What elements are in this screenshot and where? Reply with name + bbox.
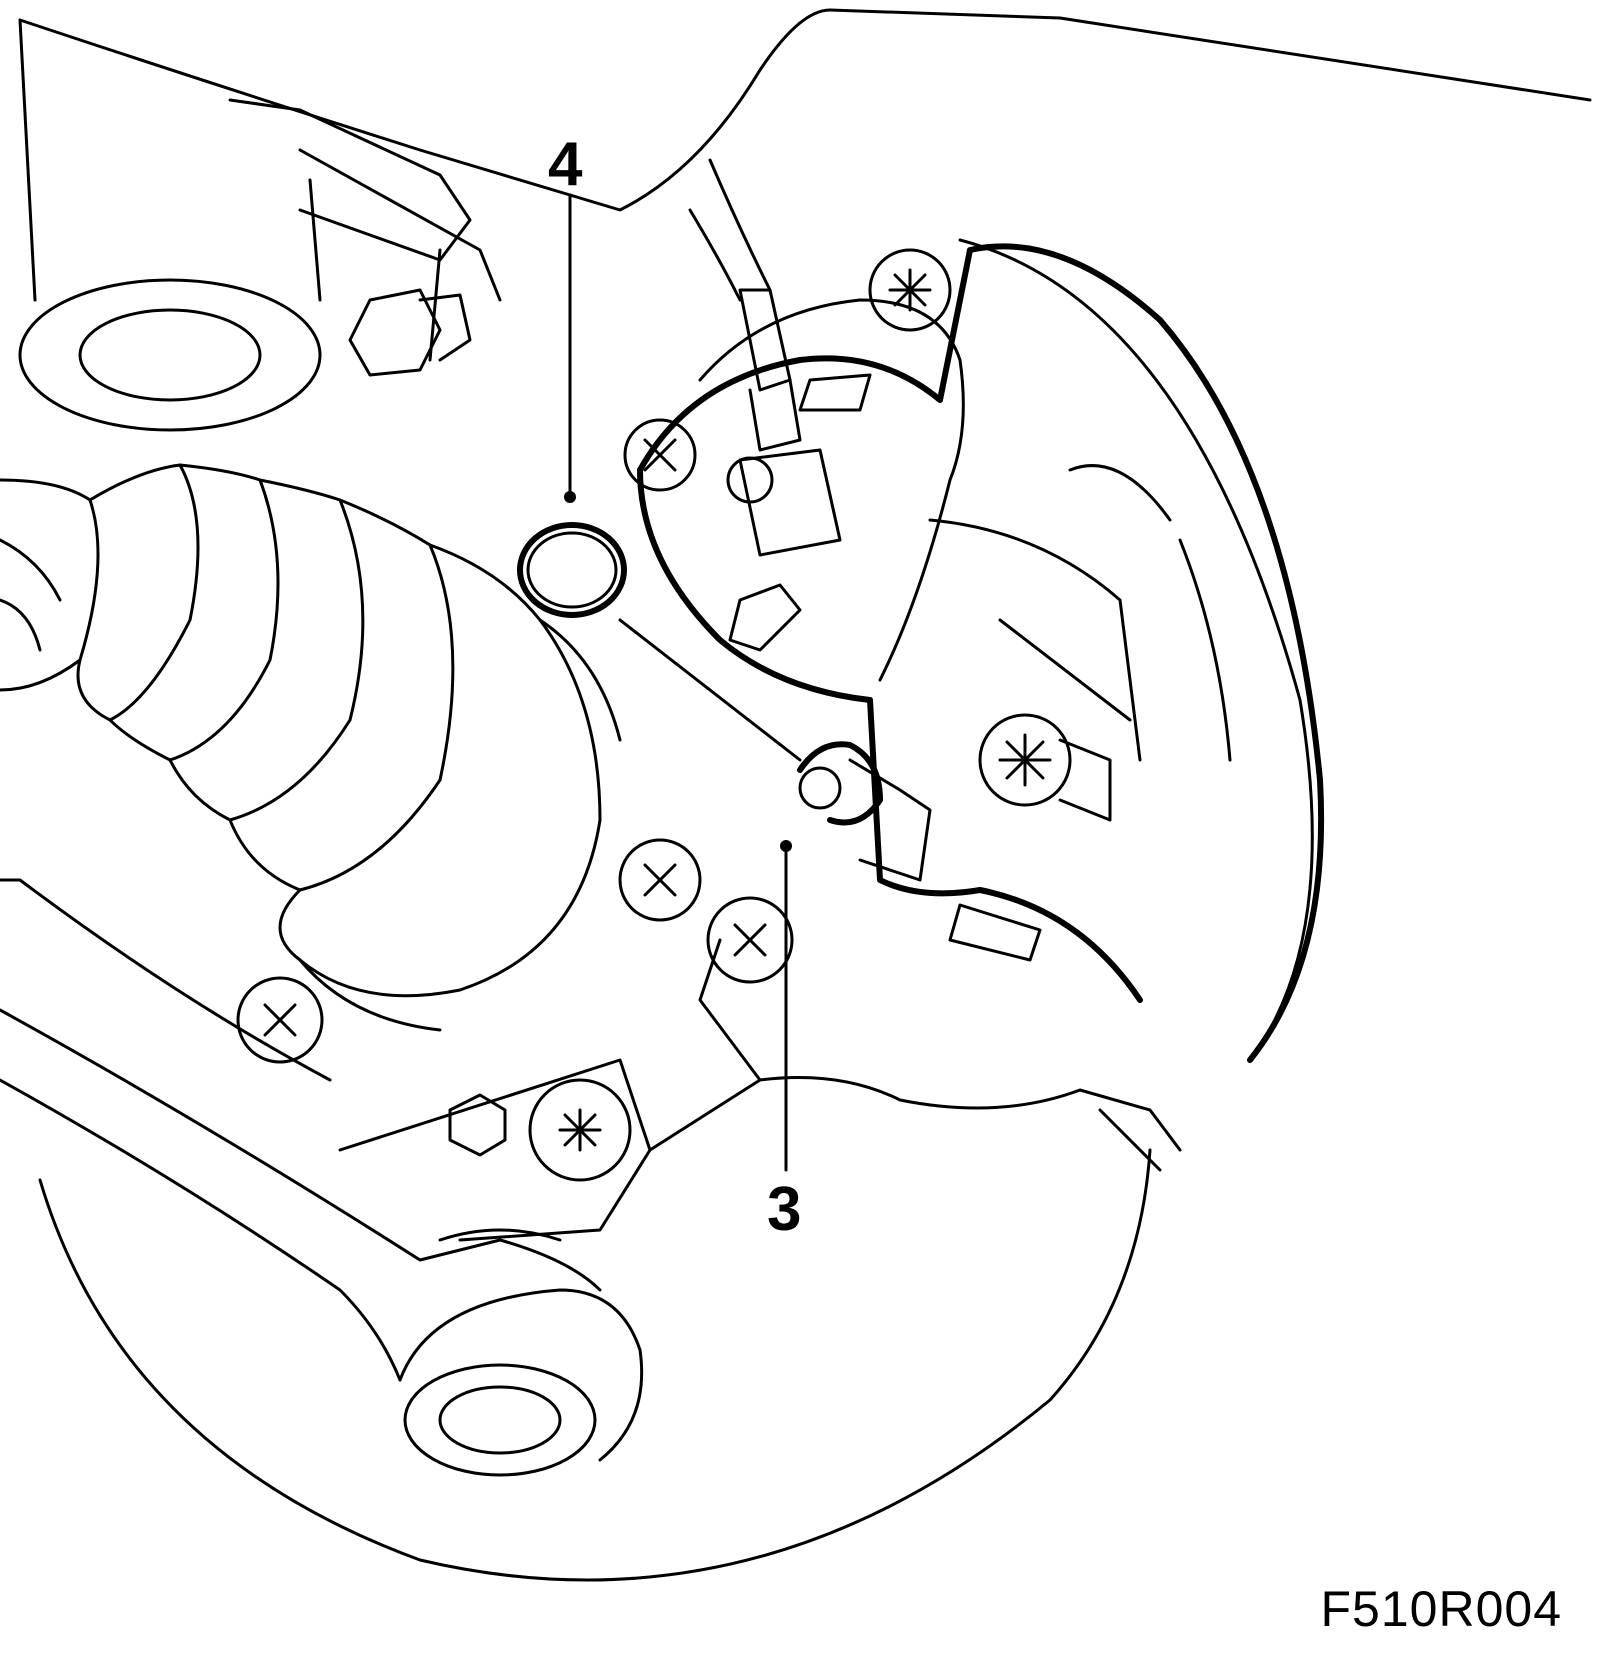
callout-4: 4 <box>517 130 802 762</box>
brake-disc <box>38 238 1314 1582</box>
cv-boot <box>0 463 622 1032</box>
spring-seat <box>18 98 502 432</box>
caliper-bolt-lower <box>978 713 1112 822</box>
steering-knuckle <box>338 938 1182 1242</box>
figure-code: F510R004 <box>1320 1581 1562 1637</box>
callout-3-label: 3 <box>767 1175 801 1244</box>
control-arm <box>0 878 644 1477</box>
brake-hose <box>688 158 842 557</box>
hub-bolts <box>236 288 794 1182</box>
callout-4-label: 4 <box>548 130 583 199</box>
wheel-arch-outline <box>18 8 1592 302</box>
brake-caliper <box>637 243 1325 1063</box>
caliper-bolt-upper <box>868 248 952 332</box>
callout-3: 3 <box>767 741 932 1244</box>
